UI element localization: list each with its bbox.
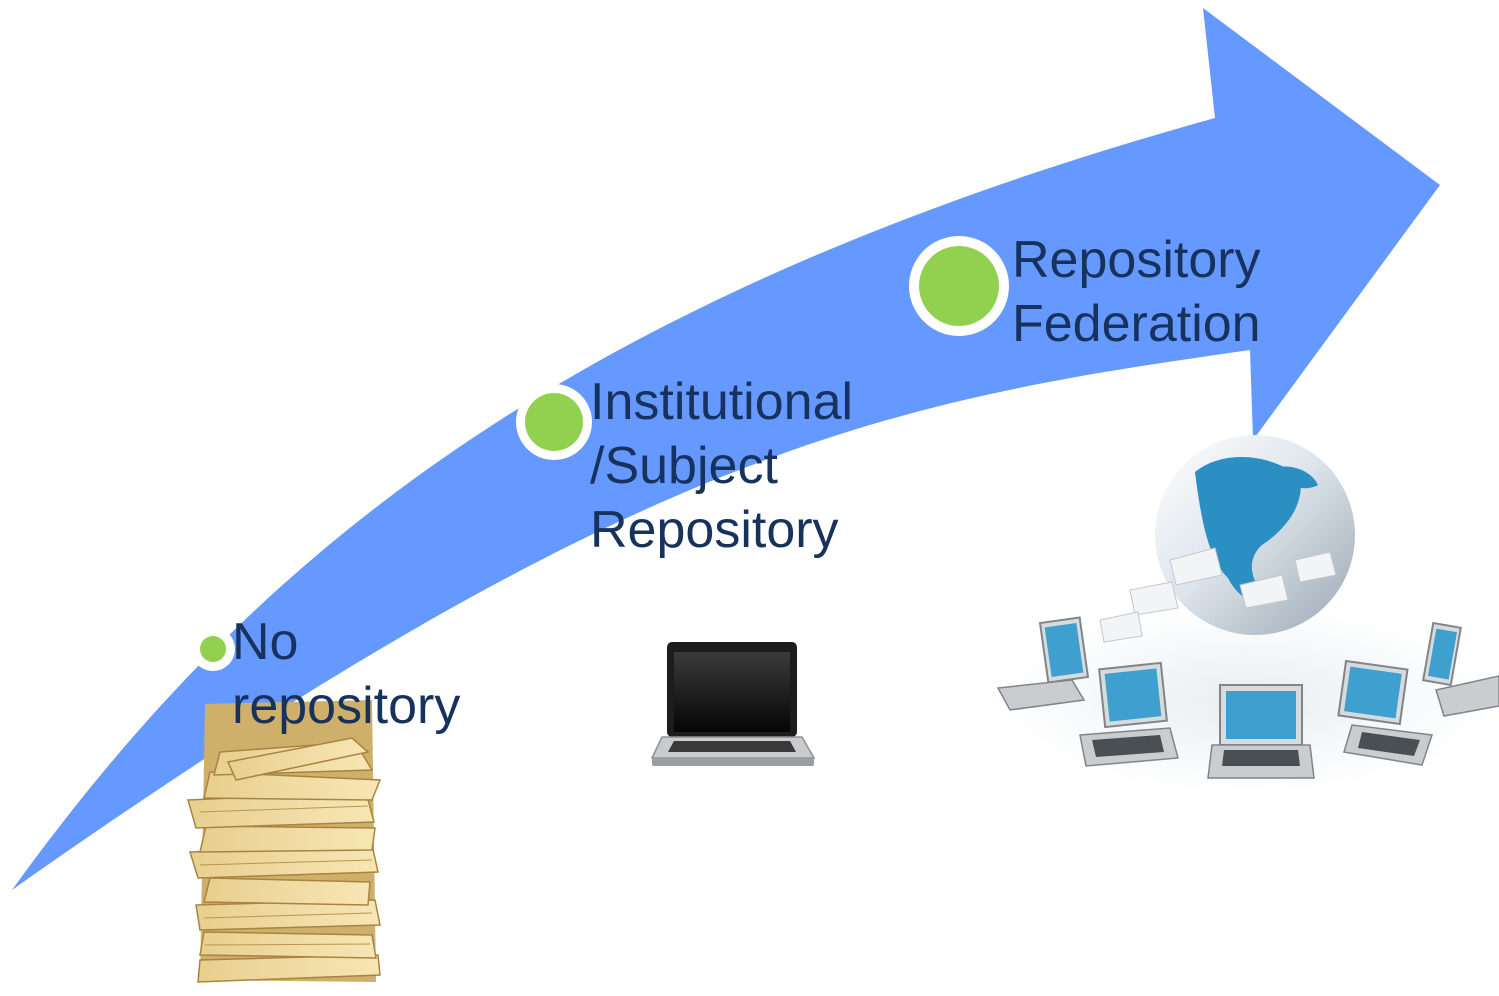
progress-arrow	[12, 8, 1440, 890]
stage-label-repository-federation: Repository Federation	[1012, 228, 1261, 356]
stage-label-no-repository: No repository	[232, 610, 460, 738]
stage-label-line: /Subject	[590, 437, 778, 495]
globe-network-icon	[995, 435, 1499, 795]
stage-label-line: Federation	[1012, 295, 1261, 353]
stage-marker-3	[909, 236, 1009, 336]
stage-label-line: No	[232, 613, 299, 671]
stage-label-line: repository	[232, 677, 461, 735]
stage-label-line: Repository	[1012, 231, 1261, 289]
stage-label-institutional-repository: Institutional /Subject Repository	[590, 370, 853, 562]
laptop-icon	[650, 642, 816, 766]
stage-marker-2	[516, 384, 592, 460]
stage-label-line: Repository	[590, 501, 839, 559]
stage-label-line: Institutional	[590, 373, 854, 431]
stage-marker-1	[191, 627, 235, 671]
paper-stack-icon	[187, 700, 382, 983]
